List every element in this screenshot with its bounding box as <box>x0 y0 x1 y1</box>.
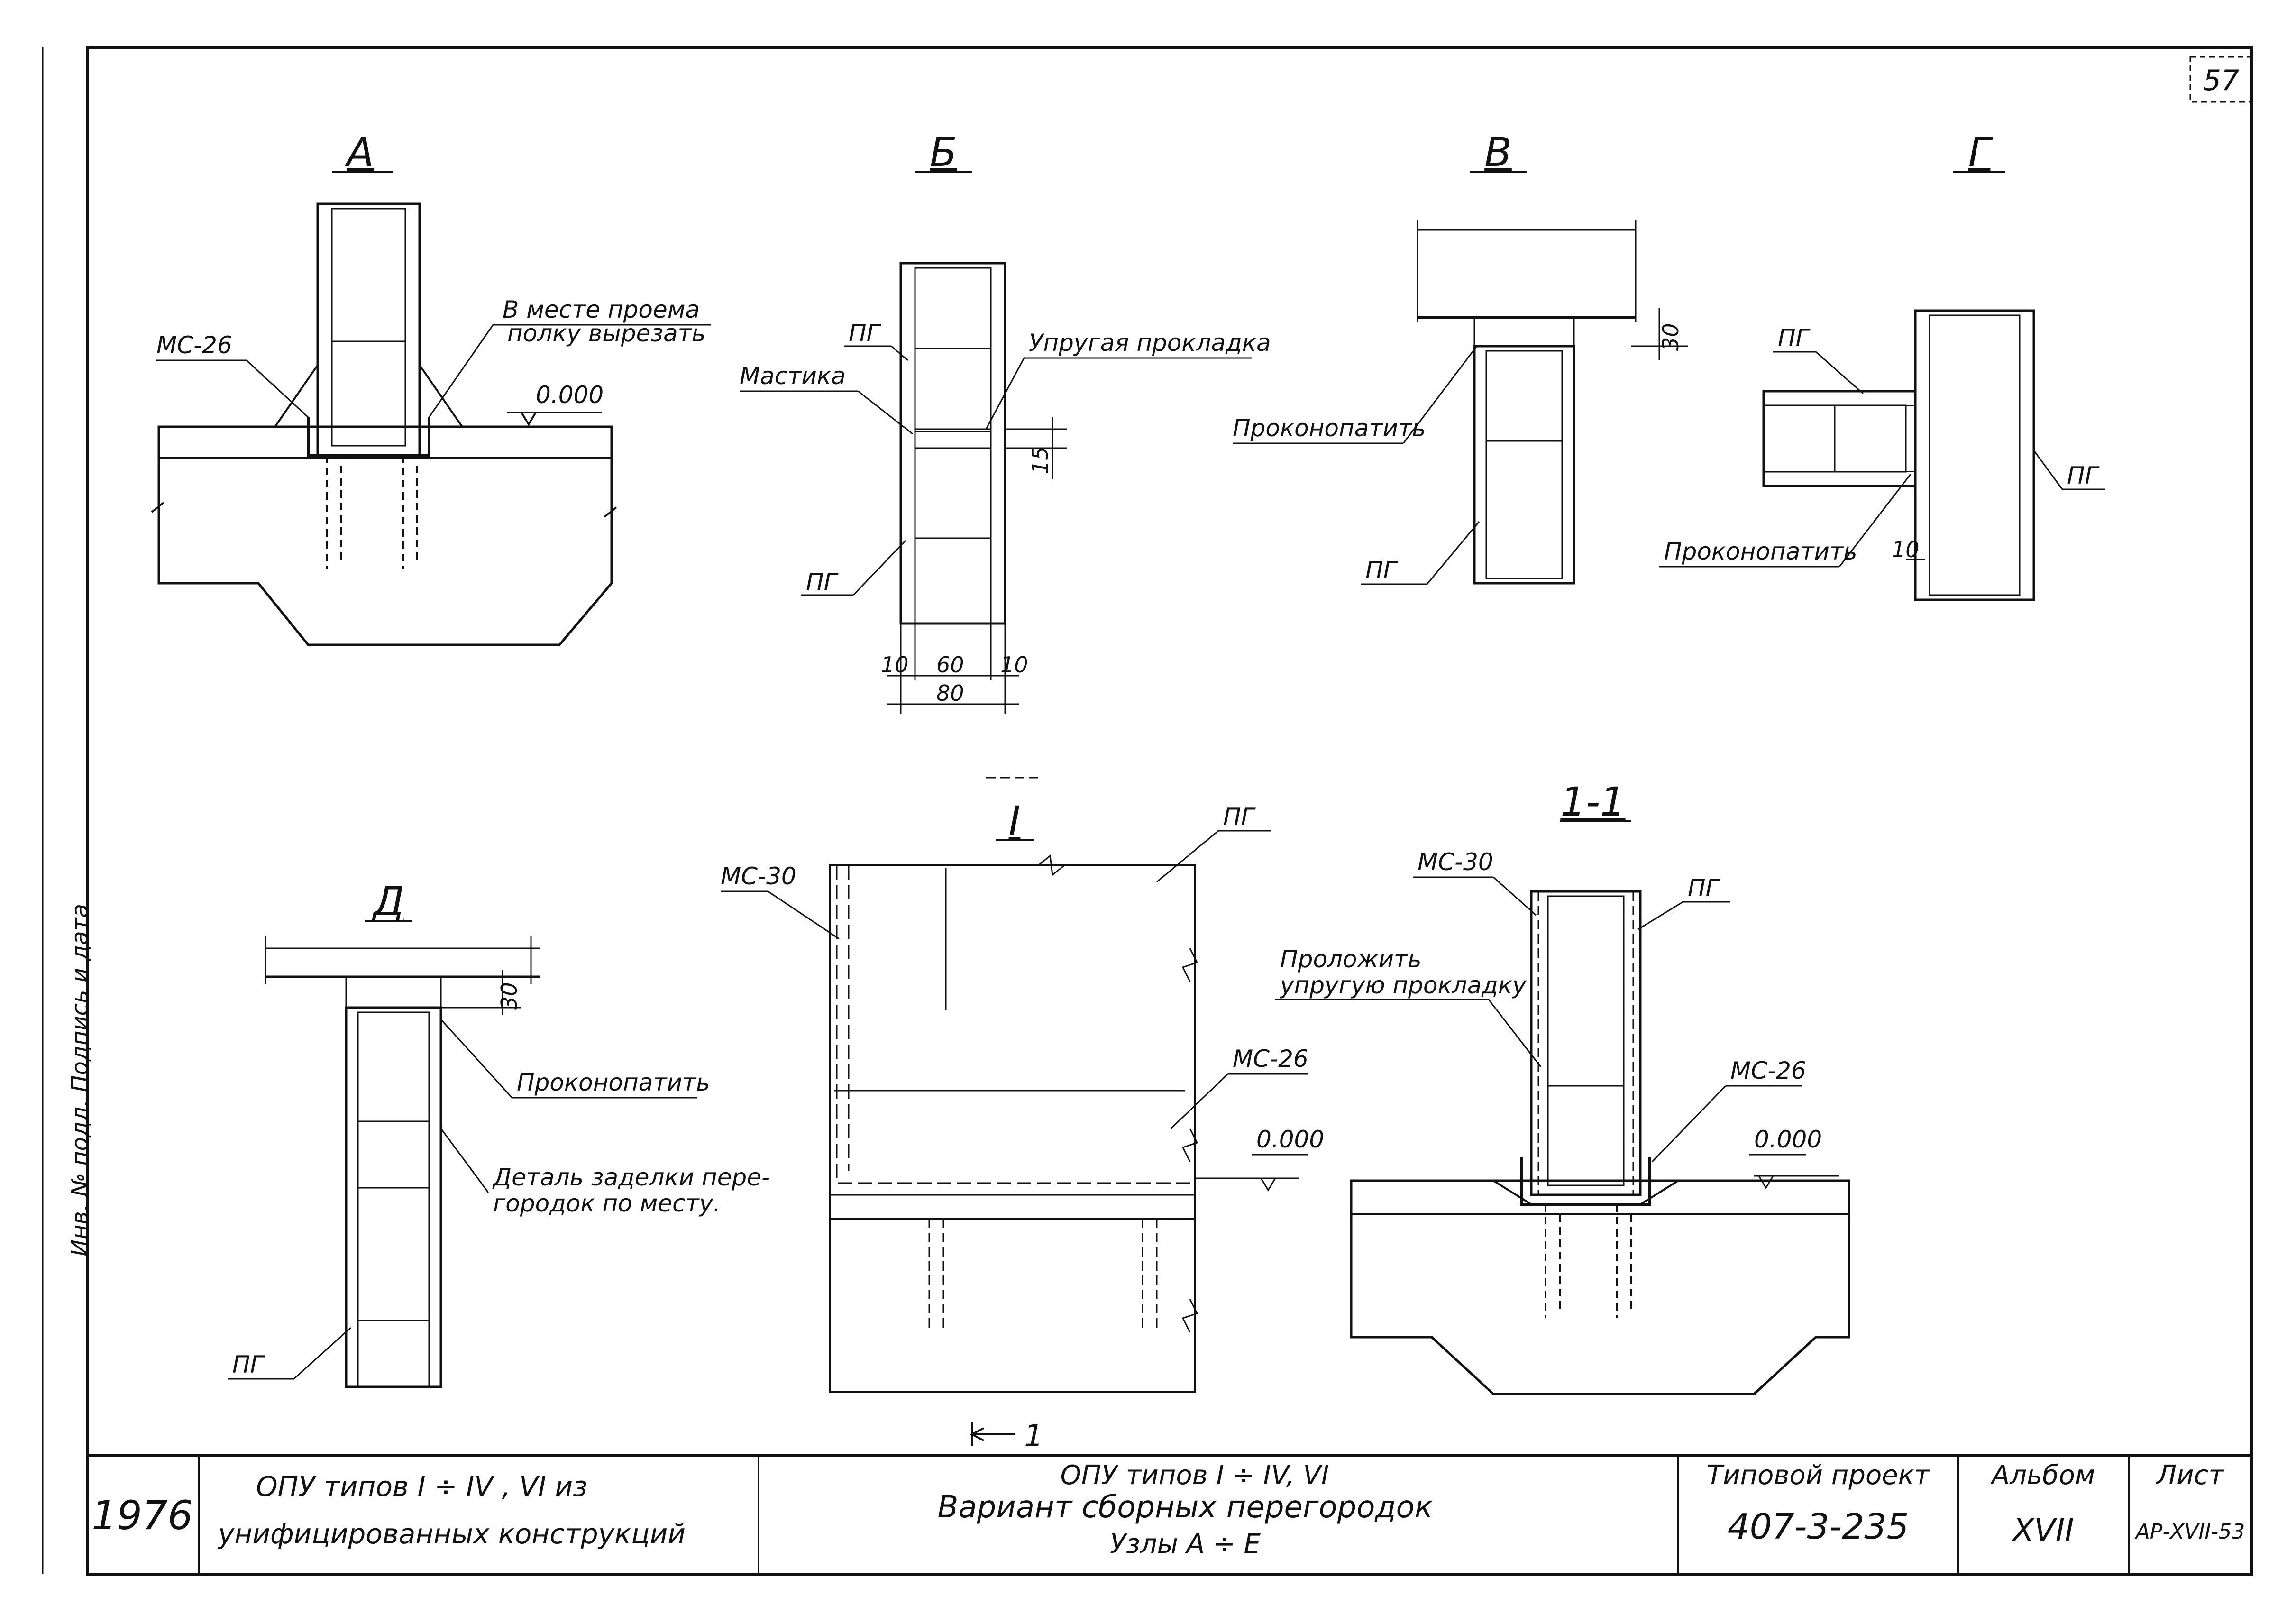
caulking <box>345 976 442 1009</box>
dim-60: 60 <box>936 652 964 678</box>
dim-15: 15 <box>1027 446 1053 474</box>
partition-stack <box>899 262 1006 625</box>
detail-d-note1: Деталь заделки пере- <box>492 1164 770 1191</box>
svg-text:Инв. № подл. Подпись и дата: Инв. № подл. Подпись и дата <box>67 904 93 1257</box>
caulking <box>1473 317 1575 347</box>
tb-center-title-3: Узлы А ÷ Е <box>1110 1529 1261 1560</box>
tb-year: 1976 <box>91 1492 193 1539</box>
partition-panel <box>316 202 421 457</box>
detail-i-level: 0.000 <box>1256 1126 1324 1153</box>
label-pg-top: ПГ <box>849 320 882 347</box>
dim-80: 80 <box>936 680 964 706</box>
detail-g: Г ПГ ПГ Проконопатить 10 <box>1659 129 2105 601</box>
detail-v-pg: ПГ <box>1365 557 1399 584</box>
side-stamp: Инв. № подл. Подпись и дата <box>67 904 93 1257</box>
detail-v-title: В <box>1484 129 1512 175</box>
detail-a-note-line1: В месте проема <box>503 296 700 323</box>
slab-concrete <box>1350 1179 1850 1395</box>
svg-text:57: 57 <box>2203 64 2239 97</box>
detail-d-title: Д <box>371 878 404 925</box>
section-mark: 1 <box>1024 1419 1043 1454</box>
detail-i-ms26: МС-26 <box>1233 1045 1308 1073</box>
tb-sheet-value: АР-XVII-53 <box>2134 1520 2245 1544</box>
detail-i-title: I <box>1009 798 1021 844</box>
detail-g-title: Г <box>1968 129 1994 175</box>
slab-concrete <box>157 425 613 646</box>
section-1-1-pg: ПГ <box>1688 874 1721 902</box>
tb-project-number: 407-3-235 <box>1728 1506 1909 1547</box>
tb-sheet-label: Лист <box>2156 1460 2224 1491</box>
section-1-1-note1: Проложить <box>1280 945 1422 973</box>
tb-center-title-1: ОПУ типов I ÷ IV, VI <box>1061 1460 1329 1491</box>
detail-a-note-line2: полку вырезать <box>507 320 705 347</box>
sheet-frame <box>42 46 2253 1576</box>
label-mastika: Мастика <box>740 362 846 390</box>
detail-a-level: 0.000 <box>536 381 604 409</box>
detail-b-title: Б <box>930 129 957 175</box>
title-block: 1976 ОПУ типов I ÷ IV , VI из унифициров… <box>87 1454 2252 1574</box>
section-1-1: 1-1 0.000 МС-30 ПГ Проложить упругую про… <box>1275 779 1850 1395</box>
channel-ms26 <box>307 417 430 457</box>
tb-center-title-2: Вариант сборных перегородок <box>938 1490 1433 1525</box>
detail-d: Д 30 Проконопатить Деталь заделки пере- … <box>228 878 770 1388</box>
tb-album-value: XVII <box>2011 1512 2074 1549</box>
detail-i-pg: ПГ <box>1223 803 1256 831</box>
detail-v-dim30: 30 <box>1658 323 1683 351</box>
detail-g-caulk: Проконопатить <box>1664 538 1857 565</box>
label-gasket: Упругая прокладка <box>1029 329 1271 357</box>
detail-g-dim10: 10 <box>1892 537 1920 562</box>
dim-10-right: 10 <box>1000 652 1028 678</box>
section-1-1-ms30: МС-30 <box>1418 848 1493 876</box>
floor-screed <box>158 426 613 459</box>
detail-d-caulk: Проконопатить <box>517 1069 710 1096</box>
section-1-1-title: 1-1 <box>1560 779 1625 825</box>
detail-d-pg: ПГ <box>232 1351 265 1378</box>
section-1-1-level: 0.000 <box>1754 1126 1822 1153</box>
detail-v: В 30 Проконопатить ПГ <box>1233 129 1688 585</box>
section-1-1-note2: упругую прокладку <box>1279 972 1527 999</box>
channel-ms26 <box>1520 1157 1651 1206</box>
tb-left-title-1: ОПУ типов I ÷ IV , VI из <box>256 1470 587 1503</box>
section-1-1-ms26: МС-26 <box>1730 1057 1806 1084</box>
detail-a-ms26: МС-26 <box>156 331 232 359</box>
detail-g-pg-right: ПГ <box>2067 462 2100 489</box>
tb-project-label: Типовой проект <box>1707 1460 1930 1491</box>
detail-v-caulk: Проконопатить <box>1233 414 1426 442</box>
dim-10-left: 10 <box>881 652 909 678</box>
detail-a: А 0.000 МС-26 В месте проема полку вырез… <box>151 129 711 646</box>
corner-sheet-number: 57 <box>2189 56 2253 103</box>
detail-i-ms30: МС-30 <box>721 862 796 890</box>
detail-b: Б 10 60 10 80 15 ПГ Мастика Упругая прок… <box>740 129 1271 714</box>
detail-i: I 0.000 МС-30 ПГ МС-26 1 <box>721 777 1324 1454</box>
label-pg-bottom: ПГ <box>806 569 839 596</box>
detail-a-title: А <box>344 129 374 175</box>
detail-d-note2: городок по месту. <box>493 1190 721 1217</box>
detail-g-pg-left: ПГ <box>1778 324 1811 352</box>
detail-d-dim30: 30 <box>496 982 522 1010</box>
slab-concrete <box>829 1218 1196 1393</box>
tb-album-label: Альбом <box>1990 1460 2095 1491</box>
partition-panel <box>1530 890 1642 1196</box>
tb-left-title-2: унифицированных конструкций <box>217 1518 686 1550</box>
